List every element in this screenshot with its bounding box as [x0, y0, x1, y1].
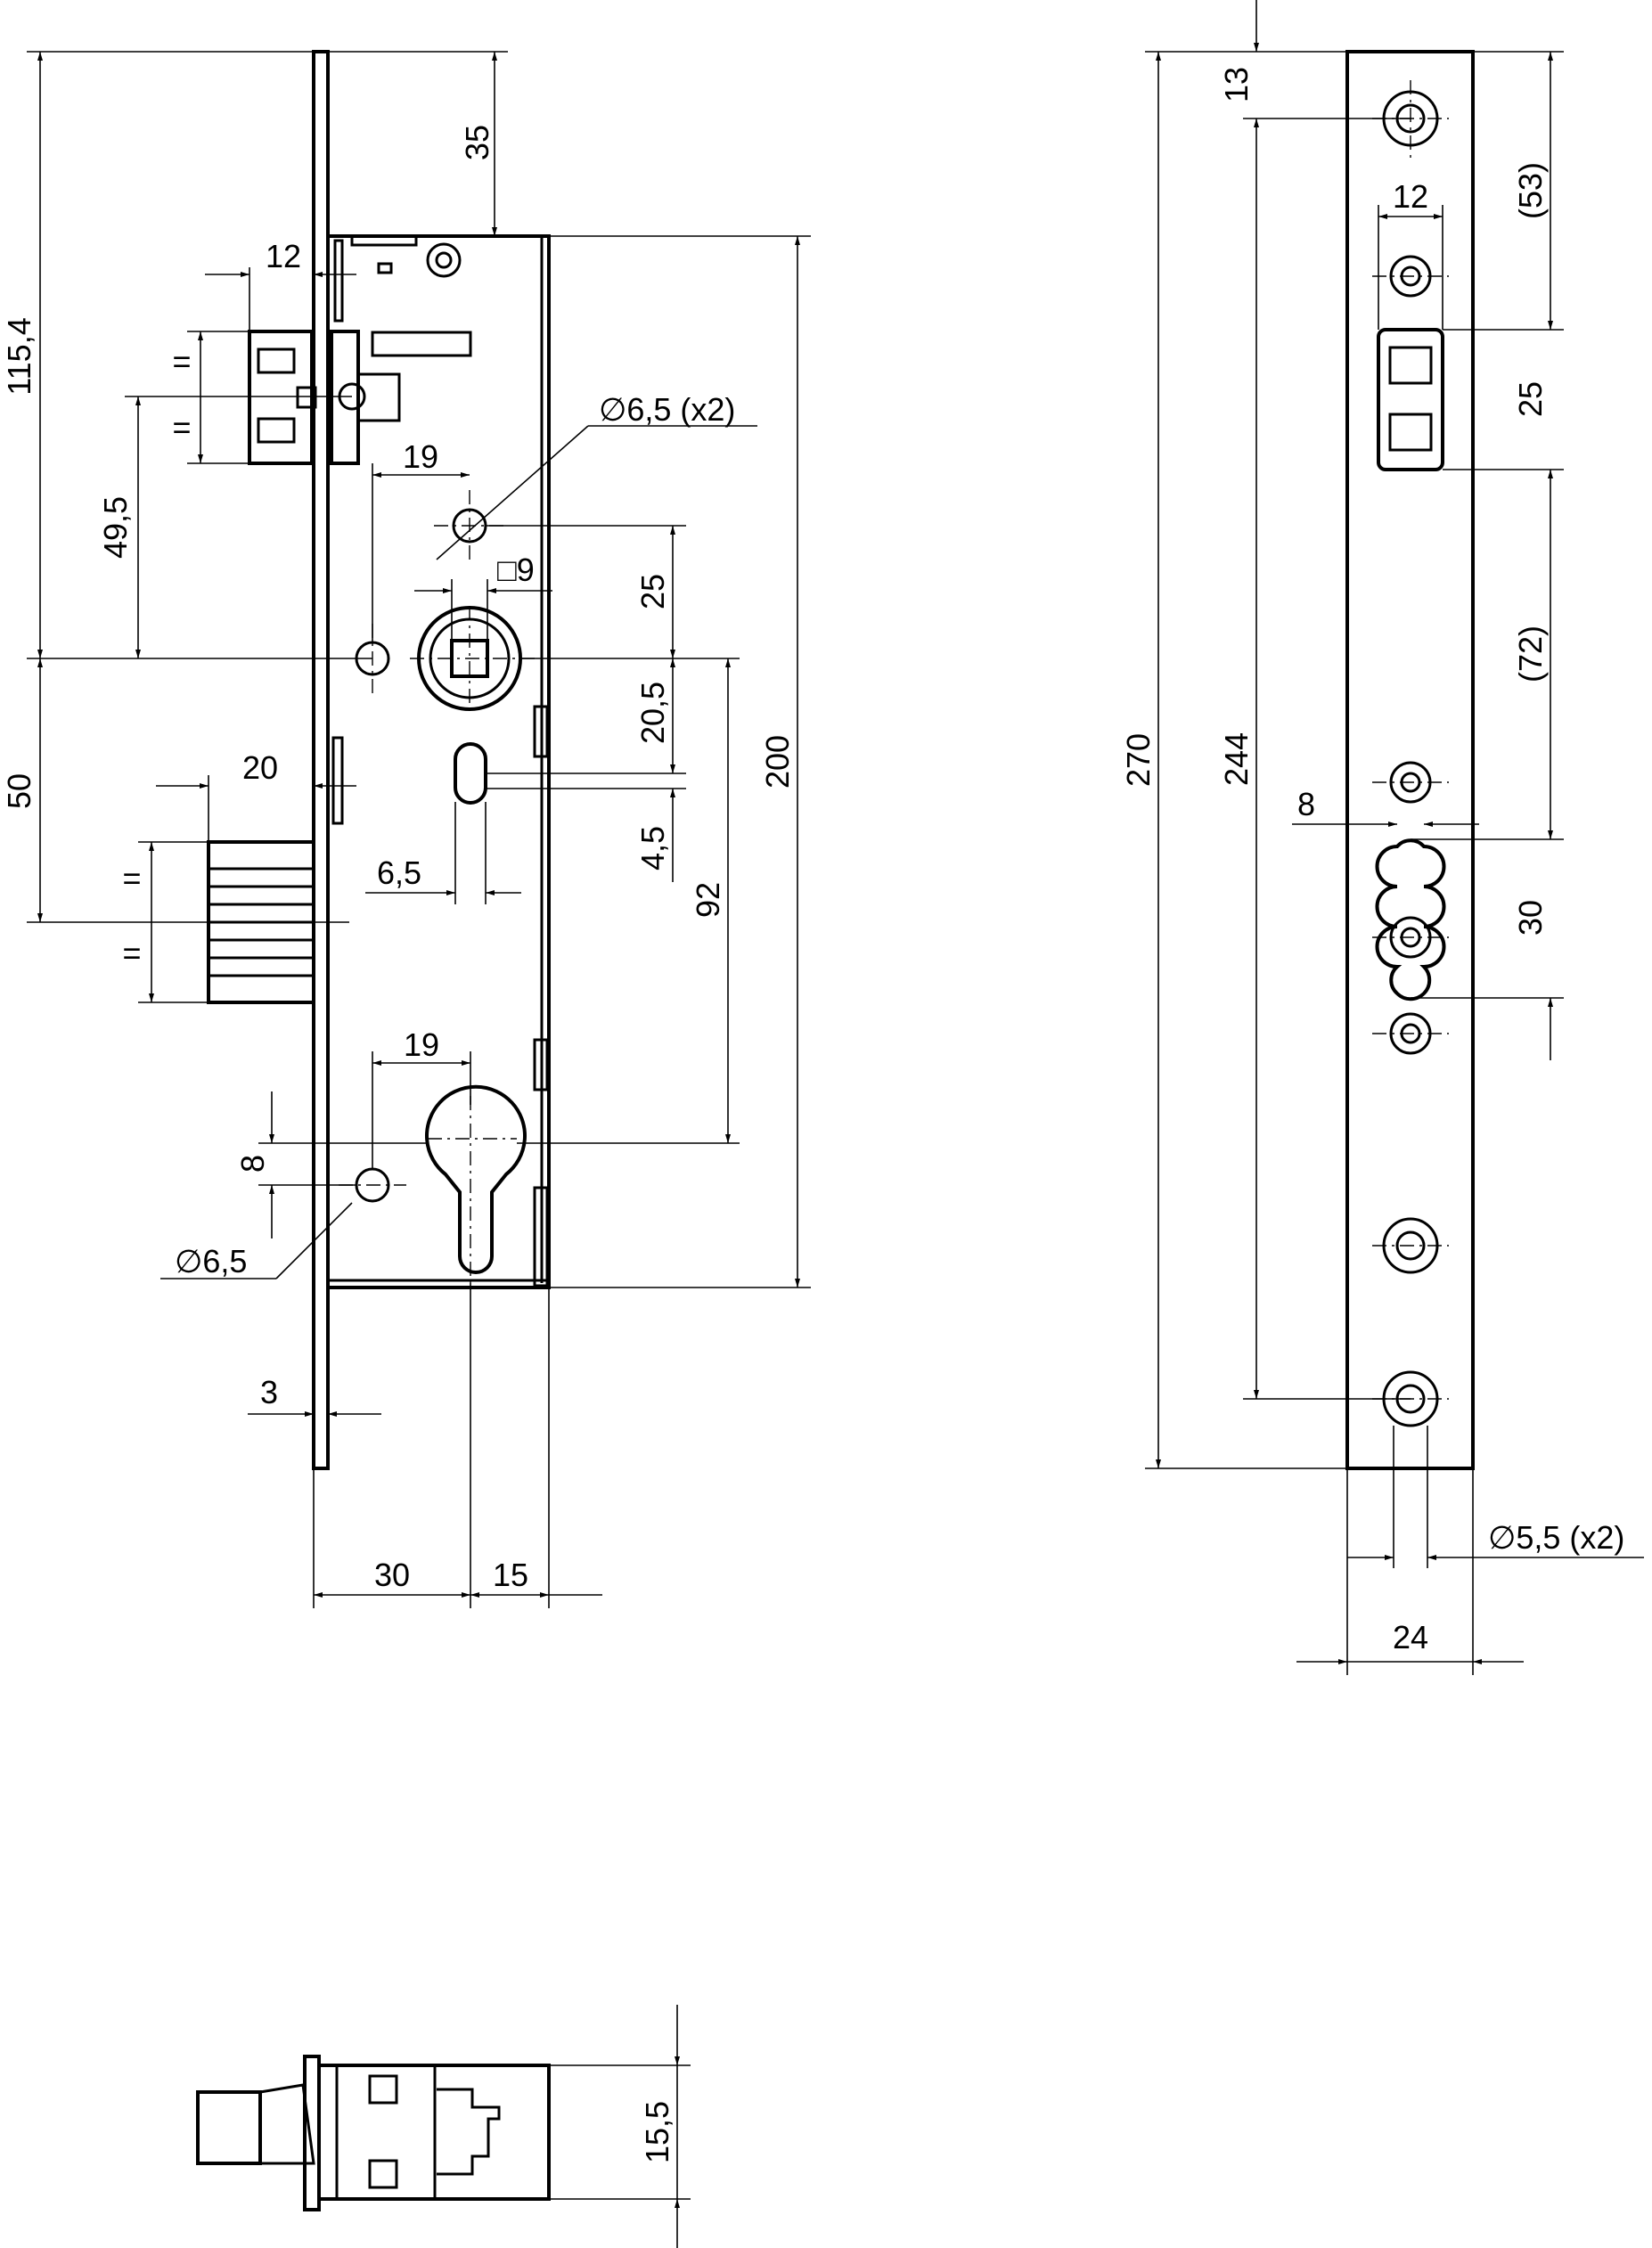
front-view: 115,4 50 49,5 = = = = 35 12 20: [1, 50, 811, 1608]
lock-case: [326, 234, 551, 1289]
dim-19-lower: 19: [404, 1026, 439, 1063]
top-view: 15,5: [196, 2005, 691, 2248]
dim-30-forend: 30: [1512, 900, 1549, 936]
slot: [454, 742, 487, 805]
bolt-eq-bottom: =: [122, 935, 141, 971]
dim-12-forend: 12: [1393, 178, 1428, 215]
dim-15: 15: [493, 1557, 528, 1593]
dim-72: (72): [1512, 625, 1549, 683]
dim-25-forend: 25: [1512, 381, 1549, 417]
bolt-opening: [1375, 838, 1446, 1001]
dim-3: 3: [260, 1374, 278, 1410]
dim-25-front: 25: [634, 574, 671, 609]
forend-faceplate: [1345, 50, 1475, 1470]
dim-92: 92: [690, 882, 726, 918]
forend-plate: [312, 50, 330, 1470]
dim-24: 24: [1393, 1619, 1428, 1655]
latch-bolt: [248, 330, 401, 465]
dim-6-5-slot: 6,5: [377, 854, 421, 891]
cylinder-cutout: [425, 1084, 527, 1274]
top-forend: [303, 2055, 321, 2211]
dim-13: 13: [1218, 67, 1255, 102]
dim-square-9: □9: [497, 552, 535, 588]
forend-view: 270 244 13 12 (53) 25 (72) 30 8: [1120, 0, 1644, 1675]
label-screw-holes: ∅5,5 (x2): [1488, 1519, 1624, 1556]
label-fixing-hole-top: ∅6,5 (x2): [599, 391, 735, 428]
latch-eq-bottom: =: [172, 409, 191, 446]
top-bolt: [196, 2090, 262, 2165]
dim-19-upper: 19: [403, 438, 438, 475]
dim-244: 244: [1218, 732, 1255, 786]
dim-15-5: 15,5: [639, 2101, 675, 2163]
dim-30-backset: 30: [374, 1557, 410, 1593]
dim-35: 35: [459, 125, 495, 160]
dim-115-4: 115,4: [1, 317, 37, 395]
dim-20-bolt: 20: [242, 749, 278, 786]
top-screw: [426, 242, 462, 278]
dim-8-forend: 8: [1297, 786, 1315, 822]
dim-53: (53): [1512, 162, 1549, 219]
latch-eq-top: =: [172, 343, 191, 380]
dim-200: 200: [759, 735, 796, 789]
dim-20-5: 20,5: [634, 682, 671, 744]
dim-8-front: 8: [234, 1155, 271, 1173]
label-fixing-hole-bottom: ∅6,5: [175, 1243, 247, 1279]
latch-opening: [1377, 328, 1444, 471]
dim-12-latch: 12: [266, 238, 301, 274]
bolt-eq-top: =: [122, 860, 141, 896]
dim-4-5: 4,5: [634, 826, 671, 871]
dim-270: 270: [1120, 733, 1157, 787]
dim-50: 50: [1, 773, 37, 809]
dim-49-5: 49,5: [97, 496, 134, 559]
